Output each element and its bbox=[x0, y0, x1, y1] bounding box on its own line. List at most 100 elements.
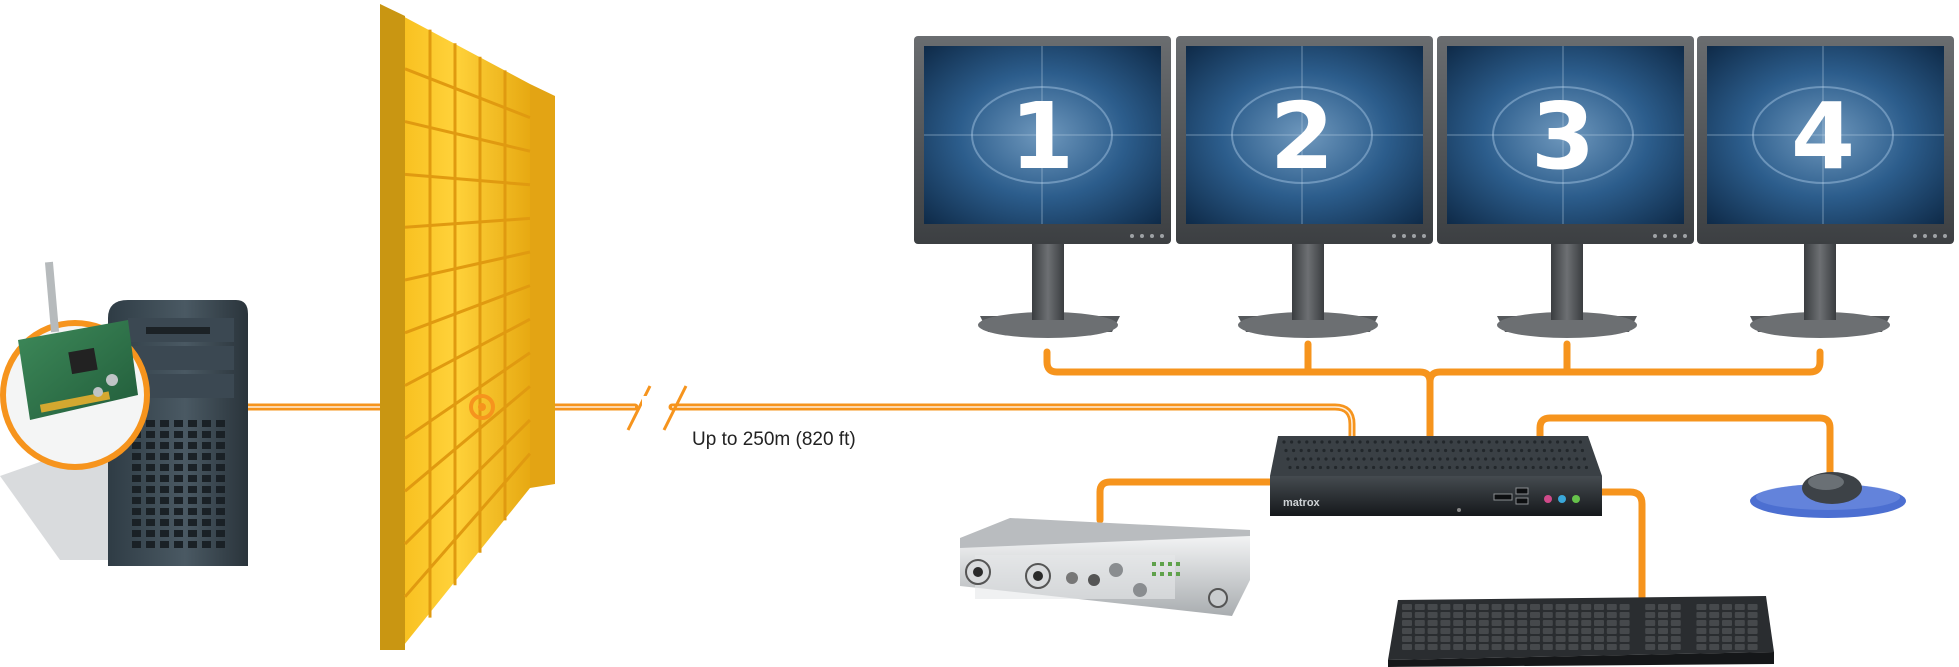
vent-hole bbox=[160, 475, 169, 482]
keyboard-key bbox=[1734, 628, 1745, 634]
firewall-grid-line bbox=[403, 418, 532, 546]
vent-hole bbox=[174, 420, 183, 427]
keyboard-key bbox=[1670, 604, 1681, 610]
vent-dot bbox=[1366, 440, 1370, 444]
keyboard-key bbox=[1696, 612, 1707, 618]
keyboard-key bbox=[1645, 628, 1656, 634]
keyboard-key bbox=[1606, 620, 1617, 626]
keyboard-key bbox=[1581, 612, 1592, 618]
keyboard-key bbox=[1504, 628, 1515, 634]
keyboard-key bbox=[1542, 636, 1553, 642]
vent-hole bbox=[216, 431, 225, 438]
keyboard-key bbox=[1530, 620, 1540, 626]
keyboard-key bbox=[1478, 604, 1489, 610]
keyboard-key bbox=[1619, 636, 1630, 642]
keyboard-key bbox=[1555, 604, 1566, 610]
keyboard-key bbox=[1440, 636, 1451, 642]
vent-dot bbox=[1444, 448, 1448, 453]
monitor-array: 1 2 3 bbox=[914, 36, 1954, 338]
keyboard-key bbox=[1619, 604, 1630, 610]
keyboard-key bbox=[1734, 620, 1745, 626]
vent-dot bbox=[1385, 457, 1389, 461]
keyboard-key bbox=[1568, 628, 1579, 634]
vent-dot bbox=[1358, 440, 1362, 444]
vent-hole bbox=[174, 453, 183, 460]
vent-hole bbox=[188, 541, 197, 548]
keyboard-key bbox=[1427, 644, 1438, 650]
keyboard-key bbox=[1709, 628, 1720, 634]
vent-dot bbox=[1377, 457, 1381, 461]
receiver-vents bbox=[1282, 440, 1588, 470]
keyboard-key bbox=[1440, 612, 1451, 618]
vent-hole bbox=[216, 453, 225, 460]
vent-dot bbox=[1542, 448, 1546, 453]
vent-hole bbox=[160, 519, 169, 526]
vent-dot bbox=[1533, 440, 1537, 444]
keyboard-key bbox=[1555, 628, 1566, 634]
tower-vent-grille bbox=[132, 420, 225, 548]
vent-dot bbox=[1455, 465, 1459, 470]
vent-hole bbox=[216, 508, 225, 515]
vent-dot bbox=[1448, 465, 1452, 470]
keyboard-key bbox=[1517, 644, 1528, 650]
brand-label: matrox bbox=[1283, 497, 1321, 509]
keyboard-key bbox=[1670, 644, 1681, 650]
vent-dot bbox=[1375, 448, 1379, 453]
vent-dot bbox=[1356, 465, 1360, 470]
keyboard-key bbox=[1696, 636, 1707, 642]
keyboard-key bbox=[1478, 620, 1489, 626]
vent-dot bbox=[1565, 448, 1569, 453]
vent-dot bbox=[1575, 457, 1579, 461]
keyboard-key bbox=[1517, 628, 1528, 634]
vent-hole bbox=[146, 541, 155, 548]
vent-hole bbox=[174, 541, 183, 548]
vent-dot bbox=[1463, 465, 1467, 470]
keyboard-key bbox=[1658, 604, 1668, 610]
vent-hole bbox=[160, 442, 169, 449]
vent-dot bbox=[1297, 440, 1301, 444]
firewall-grid-line bbox=[404, 172, 531, 187]
vent-dot bbox=[1464, 440, 1468, 444]
keyboard-key bbox=[1606, 628, 1617, 634]
keyboard-key bbox=[1709, 612, 1720, 618]
vent-hole bbox=[132, 519, 141, 526]
vent-hole bbox=[132, 453, 141, 460]
vent-dot bbox=[1508, 465, 1512, 470]
vent-dot bbox=[1337, 448, 1341, 453]
firewall-grid-line bbox=[404, 120, 531, 153]
vent-dot bbox=[1352, 448, 1356, 453]
vent-dot bbox=[1531, 465, 1535, 470]
vent-dot bbox=[1312, 440, 1316, 444]
vent-dot bbox=[1577, 465, 1581, 470]
vent-dot bbox=[1556, 440, 1560, 444]
keyboard-key bbox=[1491, 636, 1502, 642]
vent-dot bbox=[1334, 465, 1338, 470]
vent-dot bbox=[1432, 465, 1436, 470]
vent-dot bbox=[1535, 448, 1539, 453]
monitor-cable-bus bbox=[1043, 348, 1434, 440]
vent-dot bbox=[1419, 440, 1423, 444]
vent-dot bbox=[1484, 457, 1488, 461]
vent-hole bbox=[146, 530, 155, 537]
vent-dot bbox=[1546, 465, 1550, 470]
vent-dot bbox=[1502, 440, 1506, 444]
vent-hole bbox=[160, 541, 169, 548]
vent-hole bbox=[146, 431, 155, 438]
keyboard-key bbox=[1581, 628, 1592, 634]
keyboard-key bbox=[1542, 604, 1553, 610]
vent-hole bbox=[202, 442, 211, 449]
keyboard-key bbox=[1427, 628, 1438, 634]
keyboard-key bbox=[1427, 620, 1438, 626]
vent-dot bbox=[1499, 457, 1503, 461]
keyboard-key bbox=[1466, 628, 1476, 634]
keyboard-key bbox=[1466, 612, 1476, 618]
vent-hole bbox=[160, 464, 169, 471]
vent-dot bbox=[1426, 440, 1430, 444]
keyboard-key bbox=[1734, 604, 1745, 610]
keyboard-key bbox=[1696, 644, 1707, 650]
vent-dot bbox=[1510, 440, 1514, 444]
vent-hole bbox=[146, 453, 155, 460]
keyboard-key bbox=[1734, 636, 1745, 642]
vent-dot bbox=[1398, 448, 1402, 453]
vent-hole bbox=[188, 420, 197, 427]
